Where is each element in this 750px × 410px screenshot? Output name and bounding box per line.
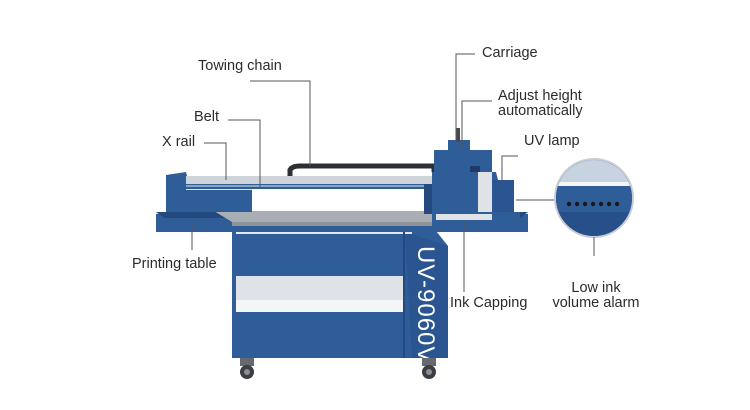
leader-carriage bbox=[455, 53, 475, 142]
x-rail-beam bbox=[186, 176, 438, 184]
gantry-left-blue bbox=[186, 190, 252, 212]
ink-capping-station bbox=[432, 212, 520, 232]
cabinet-gray-band bbox=[236, 276, 404, 300]
label-low-ink-line2: volume alarm bbox=[552, 295, 640, 311]
leader-lines bbox=[191, 53, 595, 292]
carriage-gray-strip bbox=[478, 172, 492, 212]
ink-alarm-leds bbox=[566, 201, 620, 207]
towing-chain-drawing bbox=[287, 163, 437, 176]
uv-lamp-housing bbox=[492, 180, 514, 212]
label-carriage: Carriage bbox=[482, 45, 538, 61]
label-x-rail: X rail bbox=[162, 134, 196, 150]
label-belt: Belt bbox=[194, 109, 219, 125]
capping-label-strip bbox=[436, 214, 492, 220]
model-label: UV-9060V bbox=[412, 246, 439, 363]
low-ink-zoom bbox=[554, 158, 634, 238]
printing-table-surface bbox=[214, 211, 458, 222]
height-adjust-rod bbox=[456, 128, 460, 142]
label-uv-lamp: UV lamp bbox=[524, 133, 580, 149]
height-adjust-block bbox=[448, 140, 470, 152]
carriage-indicator bbox=[470, 166, 480, 172]
label-printing-table: Printing table bbox=[132, 256, 217, 272]
gantry-right-support bbox=[424, 184, 434, 214]
printing-table-edge bbox=[232, 222, 458, 226]
leader-towing-chain bbox=[250, 80, 311, 166]
label-low-ink-line1: Low ink bbox=[571, 280, 621, 296]
printer-cabinet: UV-9060V bbox=[232, 226, 448, 379]
carriage-top bbox=[434, 150, 492, 174]
cabinet-side-panel bbox=[405, 232, 448, 358]
caster-wheel-right bbox=[422, 358, 436, 379]
gantry-assembly bbox=[166, 163, 438, 214]
label-towing-chain: Towing chain bbox=[198, 58, 282, 74]
cabinet-white-band bbox=[236, 300, 404, 312]
leader-uv-lamp bbox=[501, 155, 518, 182]
leader-adjust-height bbox=[461, 100, 492, 148]
leader-belt bbox=[228, 119, 261, 188]
label-ink-capping: Ink Capping bbox=[450, 295, 528, 311]
leader-x-rail bbox=[204, 142, 227, 180]
label-adjust-height-line1: Adjust height bbox=[498, 88, 582, 104]
carriage-assembly bbox=[432, 128, 514, 212]
label-adjust-height-line2: automatically bbox=[498, 103, 583, 119]
caster-wheel-left bbox=[240, 358, 254, 379]
